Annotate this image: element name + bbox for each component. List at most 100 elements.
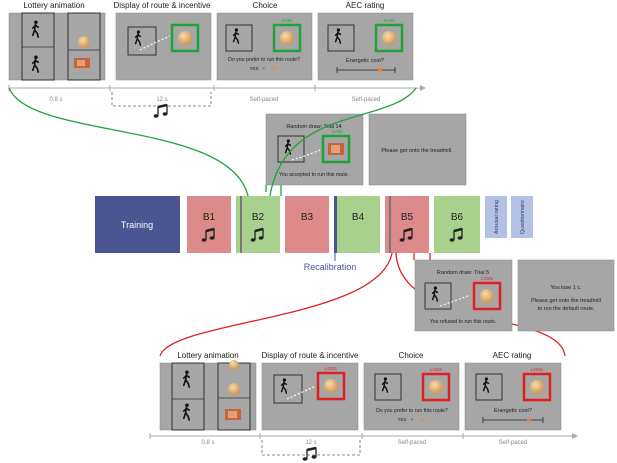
block-b5	[385, 196, 429, 253]
gain-frame	[170, 23, 200, 53]
coin-icon	[530, 380, 544, 394]
bottom-random-draw-panel	[414, 259, 513, 332]
recalibration-label: Recalibration	[304, 262, 357, 272]
block-b2-label: B2	[252, 212, 265, 223]
rating-cursor	[526, 417, 532, 423]
rating-cursor	[377, 67, 383, 73]
recalibration-marker	[334, 196, 337, 253]
music-note-icon	[250, 227, 264, 242]
coin-icon	[324, 379, 338, 393]
block-b4-label: B4	[352, 212, 365, 223]
bottom-phase-label-lottery: Lottery animation	[177, 351, 238, 360]
bottom-choice-loss-label: LOSS	[430, 367, 442, 372]
coin-icon	[382, 31, 396, 45]
music-note-icon	[399, 227, 413, 242]
bottom-duration-lottery: 0.8 s	[201, 440, 214, 446]
top-phase-label-lottery: Lottery animation	[23, 1, 84, 10]
bottom-feedback-outcome: You refused to run this route.	[430, 319, 496, 325]
arousal-label: Arousal rating	[494, 200, 500, 234]
bottom-trial-sequence: Lottery animation Display of route & inc…	[149, 351, 578, 461]
questionnaire-label: Questionnaire	[520, 200, 526, 234]
top-feedback-message: Please get onto the treadmill.	[381, 148, 453, 154]
top-choice-question: Do you prefer to run this route?	[228, 57, 300, 63]
bottom-display-panel: LOSS	[261, 362, 359, 431]
bottom-phase-label-display: Display of route & incentive	[262, 351, 359, 360]
bottom-lottery-panel	[159, 360, 257, 431]
top-phase-label-aec: AEC rating	[346, 1, 385, 10]
bottom-duration-display: 12 s	[305, 440, 316, 446]
top-display-panel	[115, 12, 212, 81]
top-feedback-gain-label: GAIN	[331, 129, 342, 134]
top-yes-label: YES	[249, 66, 258, 71]
bottom-aec-loss-label: LOSS	[531, 367, 543, 372]
top-rating-question: Energetic cost?	[346, 58, 384, 64]
bottom-message-line2: Please get onto the treadmill	[531, 298, 601, 304]
top-random-draw-title: Random draw: Trial 14	[286, 124, 341, 130]
block-b4	[334, 196, 380, 253]
coin-icon	[480, 289, 494, 303]
bottom-no-label: NO	[419, 417, 426, 422]
coin-icon	[229, 360, 239, 370]
bottom-feedback-loss-label: LOSS	[481, 276, 493, 281]
coin-icon	[178, 31, 192, 45]
green-connectors	[8, 87, 417, 197]
questionnaire-block	[511, 196, 533, 238]
music-note-icon	[201, 227, 215, 242]
top-trial-sequence: Lottery animation Display of route & inc…	[8, 1, 426, 118]
bottom-choice-panel: LOSS Do you prefer to run this route? YE…	[363, 362, 460, 431]
bottom-display-loss-label: LOSS	[325, 366, 337, 371]
top-duration-lottery: 0.8 s	[49, 97, 62, 103]
bottom-choice-question: Do you prefer to run this route?	[376, 408, 448, 414]
session-blocks: Training B1 B2 B3 B4 Recalibration B5	[95, 196, 533, 272]
top-random-draw-panel	[265, 113, 364, 186]
block-b3	[285, 196, 329, 253]
svg-text:+: +	[263, 66, 266, 71]
top-lottery-panel	[8, 12, 106, 81]
block-b3-label: B3	[301, 212, 314, 223]
bottom-random-draw-title: Random draw: Trial 5	[437, 270, 489, 276]
coin-icon	[228, 383, 240, 395]
bottom-rating-question: Energetic cost?	[494, 408, 532, 414]
bottom-phase-label-choice: Choice	[399, 351, 424, 360]
bottom-message-line1: You lose 1 c.	[550, 285, 582, 291]
top-feedback-outcome: You accepted to run this route.	[279, 172, 349, 178]
block-b6-label: B6	[451, 212, 464, 223]
bottom-message-line3: to run the default route.	[538, 306, 595, 312]
top-aec-panel: GAIN Energetic cost?	[317, 12, 414, 81]
bottom-duration-aec: Self-paced	[499, 440, 528, 446]
bottom-message-panel	[517, 259, 615, 332]
block-b1-label: B1	[203, 212, 216, 223]
block-b6	[434, 196, 480, 253]
block-b1	[187, 196, 231, 253]
coin-icon	[429, 380, 443, 394]
bottom-feedback: Random draw: Trial 5 LOSS You refused to…	[414, 259, 615, 332]
training-block	[95, 196, 180, 253]
block-b5-label: B5	[401, 212, 414, 223]
top-phase-label-display: Display of route & incentive	[114, 1, 211, 10]
top-phase-label-choice: Choice	[253, 1, 278, 10]
svg-text:+: +	[411, 417, 414, 422]
top-duration-display: 12 s	[156, 97, 167, 103]
music-note-icon	[153, 103, 168, 118]
music-note-icon	[449, 227, 463, 242]
top-aec-gain-label: GAIN	[383, 18, 394, 23]
coin-icon	[78, 36, 90, 48]
bottom-yes-label: YES	[397, 417, 406, 422]
top-message-panel	[368, 113, 467, 186]
coin-icon	[280, 31, 294, 45]
arousal-rating-block	[485, 196, 507, 238]
top-choice-gain-label: GAIN	[281, 18, 292, 23]
top-duration-choice: Self-paced	[250, 97, 279, 103]
top-feedback: Random draw: Trial 14 GAIN You accepted …	[265, 113, 467, 186]
music-note-icon	[302, 446, 317, 461]
top-no-label: NO	[271, 66, 278, 71]
bottom-phase-label-aec: AEC rating	[493, 351, 532, 360]
loss-frame	[316, 371, 346, 401]
training-label: Training	[121, 220, 153, 230]
block-b2	[236, 196, 280, 253]
bottom-duration-choice: Self-paced	[398, 440, 427, 446]
top-duration-aec: Self-paced	[352, 97, 381, 103]
top-choice-panel: GAIN Do you prefer to run this route? YE…	[216, 12, 313, 81]
bottom-aec-panel: LOSS Energetic cost?	[464, 362, 562, 431]
